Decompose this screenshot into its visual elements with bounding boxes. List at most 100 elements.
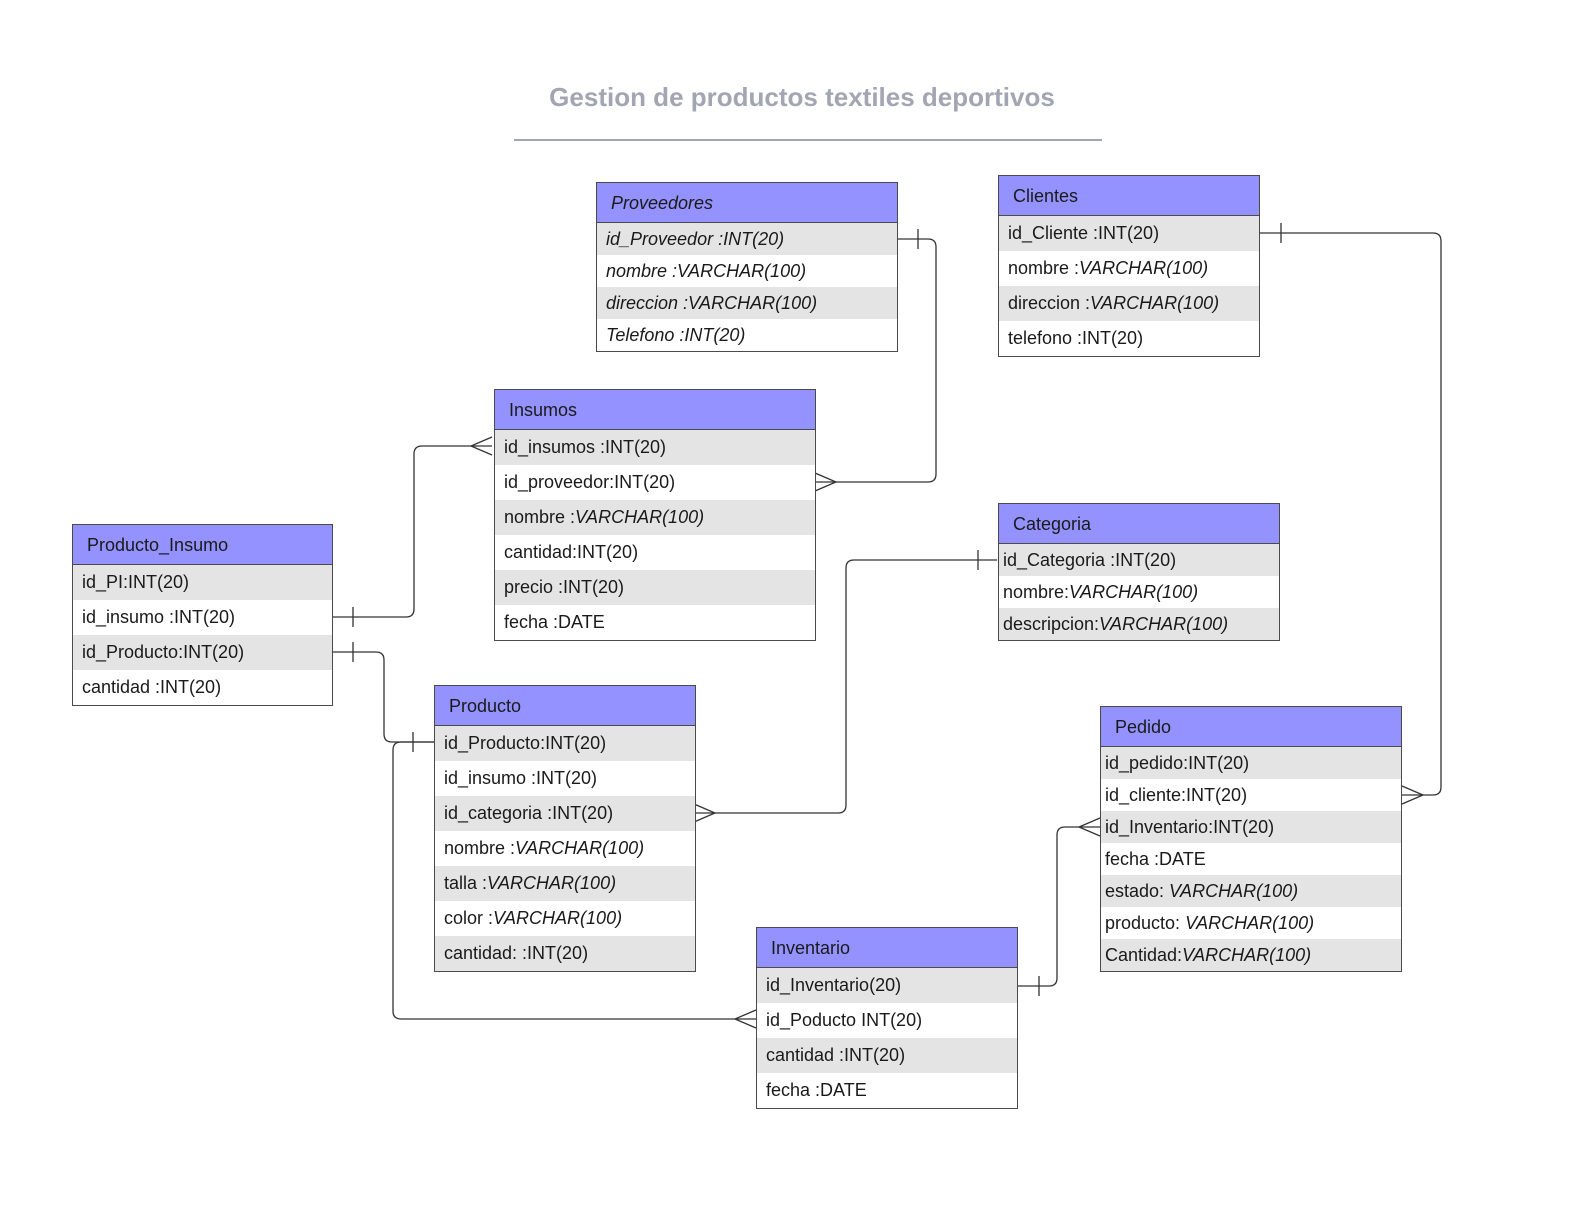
attr-row: cantidad :INT(20) [73,670,332,705]
attr-row: id_insumos :INT(20) [495,430,815,465]
attr-name: talla : [444,873,488,893]
attr-name: id_insumo :INT(20) [444,768,598,788]
entity-insumos[interactable]: Insumos id_insumos :INT(20) id_proveedor… [494,389,816,641]
entity-proveedores[interactable]: Proveedores id_Proveedor :INT(20) nombre… [596,182,898,352]
attr-row: estado: VARCHAR(100) [1101,875,1401,907]
attr-name: fecha :DATE [504,612,605,632]
attr-name: nombre : [1008,258,1080,278]
attr-row: id_Cliente :INT(20) [999,216,1259,251]
attr-row: direccion :VARCHAR(100) [999,286,1259,321]
attr-row: id_Categoria :INT(20) [999,544,1279,576]
attr-row: nombre :VARCHAR(100) [435,831,695,866]
attr-name: telefono :INT(20) [1008,328,1144,348]
attr-type: VARCHAR(100) [1079,258,1209,278]
entity-inventario[interactable]: Inventario id_Inventario(20) id_Poducto … [756,927,1018,1109]
entity-header-producto-insumo: Producto_Insumo [73,525,332,565]
entity-producto-insumo[interactable]: Producto_Insumo id_PI:INT(20) id_insumo … [72,524,333,706]
attr-type: VARCHAR(100) [677,261,807,281]
attr-row: Cantidad:VARCHAR(100) [1101,939,1401,971]
attr-name: id_pedido:INT(20) [1105,753,1250,773]
attr-name: nombre : [504,507,576,527]
attr-row: fecha :DATE [1101,843,1401,875]
attr-row: id_insumo :INT(20) [73,600,332,635]
attr-row: id_pedido:INT(20) [1101,747,1401,779]
attr-type: VARCHAR(100) [1090,293,1220,313]
attr-row: direccion :VARCHAR(100) [597,287,897,319]
attr-row: telefono :INT(20) [999,321,1259,356]
attr-name: precio :INT(20) [504,577,625,597]
attr-row: nombre:VARCHAR(100) [999,576,1279,608]
attr-row: id_proveedor:INT(20) [495,465,815,500]
attr-name: nombre: [1003,582,1070,602]
attr-name: cantidad :INT(20) [82,677,222,697]
attr-name: fecha :DATE [1105,849,1206,869]
attr-row: fecha :DATE [495,605,815,640]
attr-row: color :VARCHAR(100) [435,901,695,936]
diagram-title: Gestion de productos textiles deportivos [549,82,1055,112]
attr-name: estado: [1105,881,1170,901]
attr-name: descripcion: [1003,614,1100,634]
attr-row: nombre :VARCHAR(100) [597,255,897,287]
attr-row: descripcion:VARCHAR(100) [999,608,1279,640]
attr-row: id_Inventario:INT(20) [1101,811,1401,843]
attr-name: cantidad:INT(20) [504,542,639,562]
entity-categoria[interactable]: Categoria id_Categoria :INT(20) nombre:V… [998,503,1280,641]
attr-type: VARCHAR(100) [515,838,645,858]
attr-type: VARCHAR(100) [575,507,705,527]
entity-header-categoria: Categoria [999,504,1279,544]
attr-row: id_categoria :INT(20) [435,796,695,831]
entity-header-inventario: Inventario [757,928,1017,968]
attr-type: VARCHAR(100) [493,908,623,928]
attr-name: Cantidad: [1105,945,1183,965]
rel-inventario-pedido[interactable] [1018,817,1101,996]
attr-row: id_PI:INT(20) [73,565,332,600]
attr-name: fecha :DATE [766,1080,867,1100]
attr-type: VARCHAR(100) [487,873,617,893]
attr-row: talla :VARCHAR(100) [435,866,695,901]
attr-name: id_proveedor:INT(20) [504,472,676,492]
attr-row: cantidad:INT(20) [495,535,815,570]
entity-pedido[interactable]: Pedido id_pedido:INT(20) id_cliente:INT(… [1100,706,1402,972]
attr-name: id_Cliente :INT(20) [1008,223,1160,243]
rel-productoinsumo-insumos[interactable] [332,436,493,627]
attr-type: VARCHAR(100) [1182,945,1312,965]
attr-name: id_Inventario(20) [766,975,902,995]
attr-name: id_Categoria :INT(20) [1003,550,1177,570]
attr-row: id_Producto:INT(20) [73,635,332,670]
attr-name: direccion : [1008,293,1091,313]
attr-row: producto: VARCHAR(100) [1101,907,1401,939]
rel-producto-inventario[interactable] [392,741,757,1029]
attr-row: Telefono :INT(20) [597,319,897,351]
attr-name: producto: [1105,913,1186,933]
attr-name: cantidad: :INT(20) [444,943,589,963]
attr-row: nombre :VARCHAR(100) [495,500,815,535]
attr-name: Telefono : [606,325,685,345]
attr-name: id_Poducto INT(20) [766,1010,923,1030]
rel-productoinsumo-producto[interactable] [332,642,434,752]
attr-row: nombre :VARCHAR(100) [999,251,1259,286]
attr-row: id_Inventario(20) [757,968,1017,1003]
entity-clientes[interactable]: Clientes id_Cliente :INT(20) nombre :VAR… [998,175,1260,357]
attr-row: cantidad :INT(20) [757,1038,1017,1073]
attr-row: id_Poducto INT(20) [757,1003,1017,1038]
attr-type: VARCHAR(100) [1069,582,1199,602]
rel-proveedores-insumos[interactable] [814,229,937,492]
attr-name: color : [444,908,494,928]
entity-header-clientes: Clientes [999,176,1259,216]
attr-name: id_insumos :INT(20) [504,437,667,457]
attr-name: id_insumo :INT(20) [82,607,236,627]
attr-type: VARCHAR(100) [1185,913,1315,933]
entity-header-producto: Producto [435,686,695,726]
attr-row: id_insumo :INT(20) [435,761,695,796]
attr-type: INT(20) [723,229,785,249]
entity-producto[interactable]: Producto id_Producto:INT(20) id_insumo :… [434,685,696,972]
attr-row: id_cliente:INT(20) [1101,779,1401,811]
attr-name: id_categoria :INT(20) [444,803,614,823]
rel-clientes-pedido[interactable] [1260,223,1442,805]
attr-name: nombre : [606,261,678,281]
attr-row: fecha :DATE [757,1073,1017,1108]
rel-categoria-producto[interactable] [693,550,997,823]
attr-name: direccion : [606,293,689,313]
attr-name: id_PI:INT(20) [82,572,190,592]
attr-name: id_cliente:INT(20) [1105,785,1248,805]
